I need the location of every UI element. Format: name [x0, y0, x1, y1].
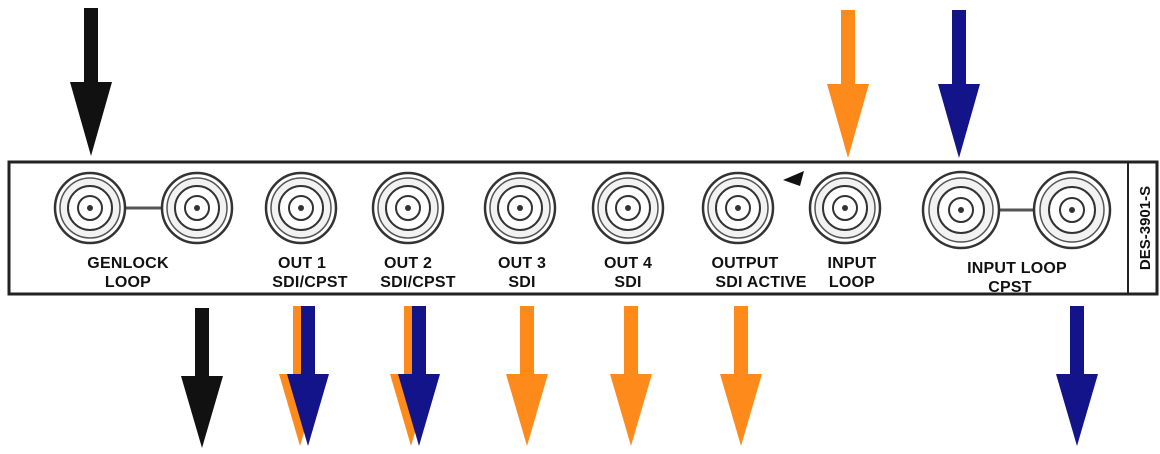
arrow-down-input: [827, 10, 869, 158]
label-output-active-line2: SDI ACTIVE: [715, 274, 806, 291]
arrow-out-input-loop: [1056, 306, 1098, 446]
bnc-connector-genlock-a: [53, 171, 127, 245]
arrow-down-input-loop: [938, 10, 980, 158]
label-out4-line1: OUT 4: [604, 255, 652, 272]
bnc-connector-input: [808, 171, 882, 245]
arrow-out-out2: [390, 306, 440, 446]
label-input-loop-line2: CPST: [988, 279, 1031, 296]
arrow-out-out3: [506, 306, 548, 446]
label-input-line2: LOOP: [829, 274, 875, 291]
bnc-connector-input-loop-a: [921, 170, 1001, 250]
bnc-connector-genlock-b: [160, 171, 234, 245]
arrow-out-genlock: [181, 308, 223, 448]
active-indicator-arrow: [783, 171, 804, 186]
arrow-out-out1: [279, 306, 329, 446]
bnc-connector-input-loop-b: [1032, 170, 1112, 250]
bnc-connector-out2: [371, 171, 445, 245]
arrow-out-output-active: [720, 306, 762, 446]
label-output-active-line1: OUTPUT: [712, 255, 779, 272]
label-out3-line2: SDI: [508, 274, 535, 291]
bnc-connector-out4: [591, 171, 665, 245]
label-out3-line1: OUT 3: [498, 255, 546, 272]
arrow-out-out4: [610, 306, 652, 446]
bnc-connector-out3: [483, 171, 557, 245]
label-out1-line1: OUT 1: [278, 255, 326, 272]
label-input-line1: INPUT: [828, 255, 877, 272]
label-out4-line2: SDI: [614, 274, 641, 291]
label-out1-line2: SDI/CPST: [272, 274, 347, 291]
arrow-down-genlock: [70, 8, 112, 156]
label-input-loop-line1: INPUT LOOP: [967, 260, 1067, 277]
label-genlock-line1: GENLOCK: [87, 255, 169, 272]
bnc-connector-out1: [264, 171, 338, 245]
label-out2-line1: OUT 2: [384, 255, 432, 272]
bnc-connector-output-active: [701, 171, 775, 245]
label-genlock-line2: LOOP: [105, 274, 151, 291]
label-out2-line2: SDI/CPST: [380, 274, 455, 291]
model-label: DES-3901-S: [1137, 186, 1154, 270]
